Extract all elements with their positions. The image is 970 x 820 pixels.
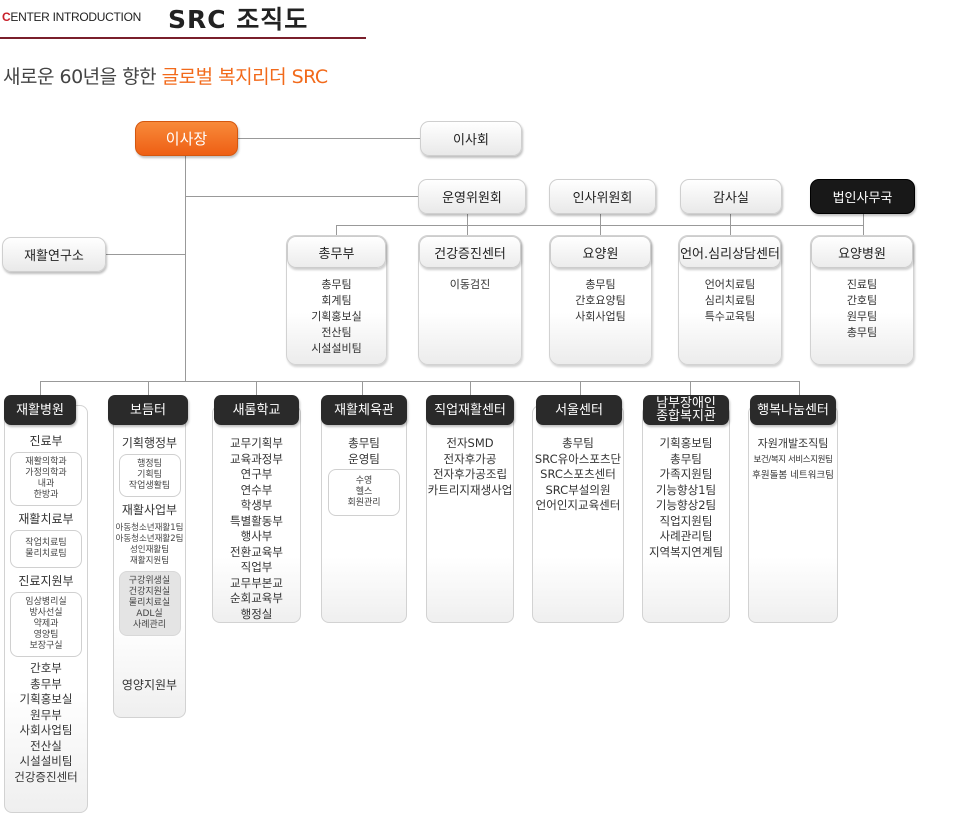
board-node: 이사회: [420, 121, 522, 156]
unit-card-title: 요양병원: [811, 236, 913, 268]
page-title: SRC 조직도: [168, 5, 309, 34]
unit-card-items: 이동검진: [449, 278, 491, 291]
header-divider: [0, 37, 366, 39]
research-institute-node: 재활연구소: [2, 237, 106, 272]
chairman-node: 이사장: [135, 121, 238, 156]
column-title: 새롬학교: [214, 395, 299, 425]
dept-label: 진료지원부: [18, 574, 74, 588]
unit-card-title: 요양원: [550, 236, 651, 268]
column-title: 보듬터: [108, 395, 188, 425]
column-sharing-center: 자원개발조직팀 보건/복지 서비스지원팀 후원돌봄 네트워크팀: [748, 405, 838, 623]
unit-card-title: 언어.심리상담센터: [679, 236, 781, 268]
audit-office-node: 감사실: [680, 179, 782, 214]
dept-label: 재활치료부: [18, 512, 74, 526]
corporate-office-node: 법인사무국: [810, 179, 915, 214]
dept-label: 재활사업부: [121, 503, 178, 517]
column-title: 행복나눔센터: [750, 395, 836, 425]
dept-list: 자원개발조직팀 보건/복지 서비스지원팀 후원돌봄 네트워크팀: [752, 437, 834, 481]
section-label: CENTER INTRODUCTION: [2, 10, 141, 24]
committee-operations-node: 운영위원회: [418, 179, 526, 214]
unit-card-health-center: 건강증진센터 이동검진: [418, 235, 522, 365]
dept-label: 영양지원부: [121, 678, 178, 692]
unit-card-title: 건강증진센터: [419, 236, 521, 268]
page-subtitle: 새로운 60년을 향한 글로벌 복지리더 SRC: [3, 66, 328, 88]
dept-label: 진료부: [29, 434, 63, 448]
column-title: 직업재활센터: [426, 395, 514, 425]
column-title: 재활체육관: [321, 395, 407, 425]
column-title: 서울센터: [536, 395, 622, 425]
unit-card-title: 총무부: [287, 236, 386, 268]
committee-personnel-node: 인사위원회: [549, 179, 656, 214]
column-title: 재활병원: [4, 395, 76, 425]
dept-label: 기획행정부: [121, 436, 178, 450]
